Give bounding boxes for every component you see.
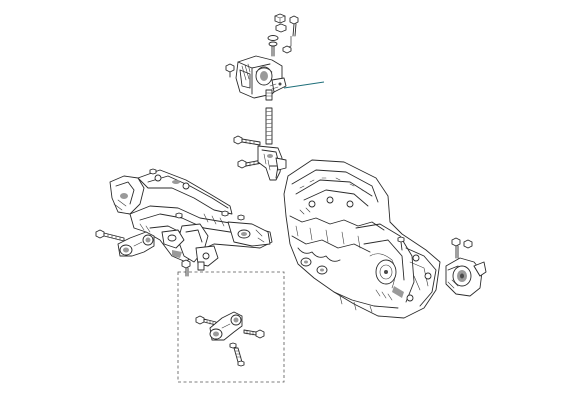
front-subframe [109, 168, 273, 271]
nut-icon [274, 13, 286, 24]
nut-icon [463, 239, 473, 249]
bolt-icon [289, 15, 299, 37]
bolt-icon [451, 237, 461, 259]
mount-lower-bracket [257, 145, 287, 181]
torque-rod-icon [117, 231, 155, 257]
transmission-mount [445, 237, 487, 297]
leader-line [283, 81, 325, 89]
bolt-icon [243, 329, 265, 339]
bracket-icon [257, 145, 287, 181]
mount-stud-bolt [265, 107, 273, 145]
torque-rod-icon [209, 311, 243, 341]
nut-icon [275, 23, 287, 33]
transmission-mount-icon [445, 257, 487, 297]
bolt-icon [265, 107, 273, 145]
engine-transaxle-assembly [283, 159, 441, 319]
dashed-frame-icon [177, 271, 285, 383]
rear-torque-rod [95, 229, 155, 257]
bracket-bolts [233, 135, 263, 169]
bolt-icon [95, 229, 125, 242]
top-bolt-stack [267, 13, 299, 57]
bolt-icon [195, 315, 217, 326]
washer-icon [267, 35, 279, 57]
upper-engine-mount [225, 55, 287, 101]
bolt-icon [229, 342, 245, 367]
engine-block-icon [283, 159, 441, 319]
engine-mount-bracket-icon [225, 55, 287, 101]
bolt-icon [233, 135, 261, 146]
bolt-icon [181, 259, 191, 277]
bolt-icon [282, 45, 292, 54]
detail-view-torque-rod [177, 271, 285, 383]
subframe-icon [109, 168, 273, 271]
